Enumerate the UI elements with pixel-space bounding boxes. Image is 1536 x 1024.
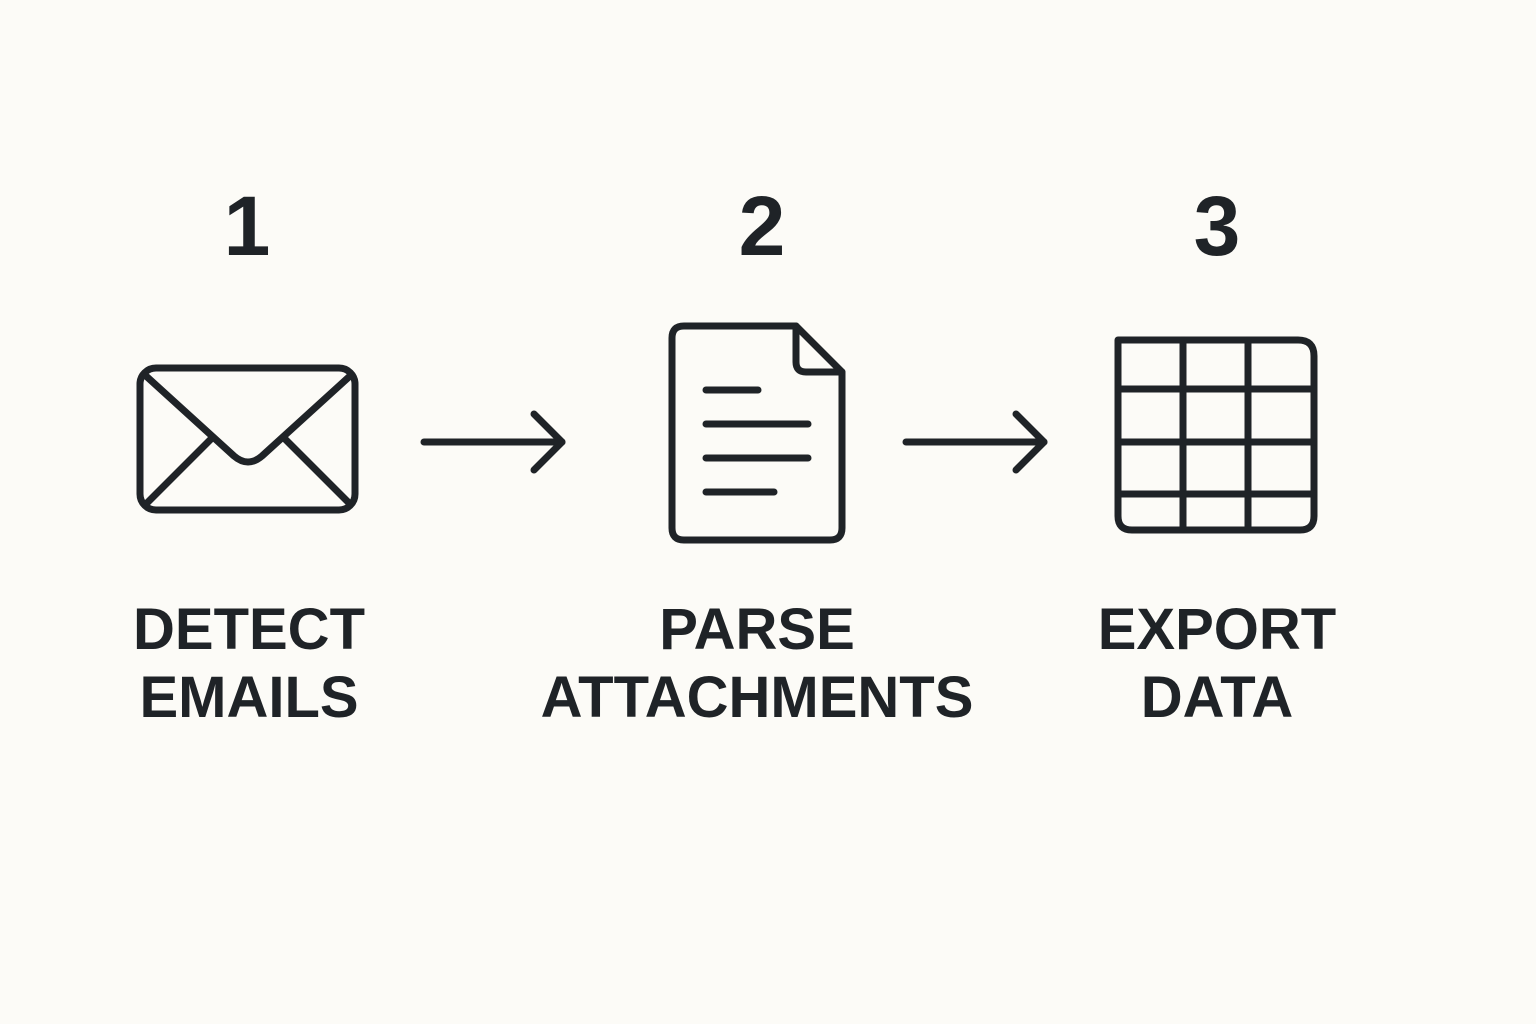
step-1-number: 1 (223, 179, 271, 273)
step-2-label-line2: ATTACHMENTS (540, 665, 974, 730)
step-2-label: PARSE ATTACHMENTS (497, 596, 1017, 732)
step-2-number: 2 (738, 179, 786, 273)
document-icon (664, 318, 854, 550)
envelope-icon (130, 358, 366, 522)
step-1-label-line1: DETECT (133, 597, 365, 662)
step-2-label-line1: PARSE (659, 597, 855, 662)
arrow-right-icon (900, 404, 1054, 480)
step-1-label: DETECT EMAILS (0, 596, 509, 732)
step-3-label-line2: DATA (1140, 665, 1294, 730)
step-1-label-line2: EMAILS (139, 665, 359, 730)
step-3-label-line1: EXPORT (1097, 597, 1337, 662)
step-3-number: 3 (1193, 179, 1241, 273)
table-grid-icon (1110, 332, 1322, 538)
arrow-right-icon (418, 404, 572, 480)
step-3-label: EXPORT DATA (957, 596, 1477, 732)
